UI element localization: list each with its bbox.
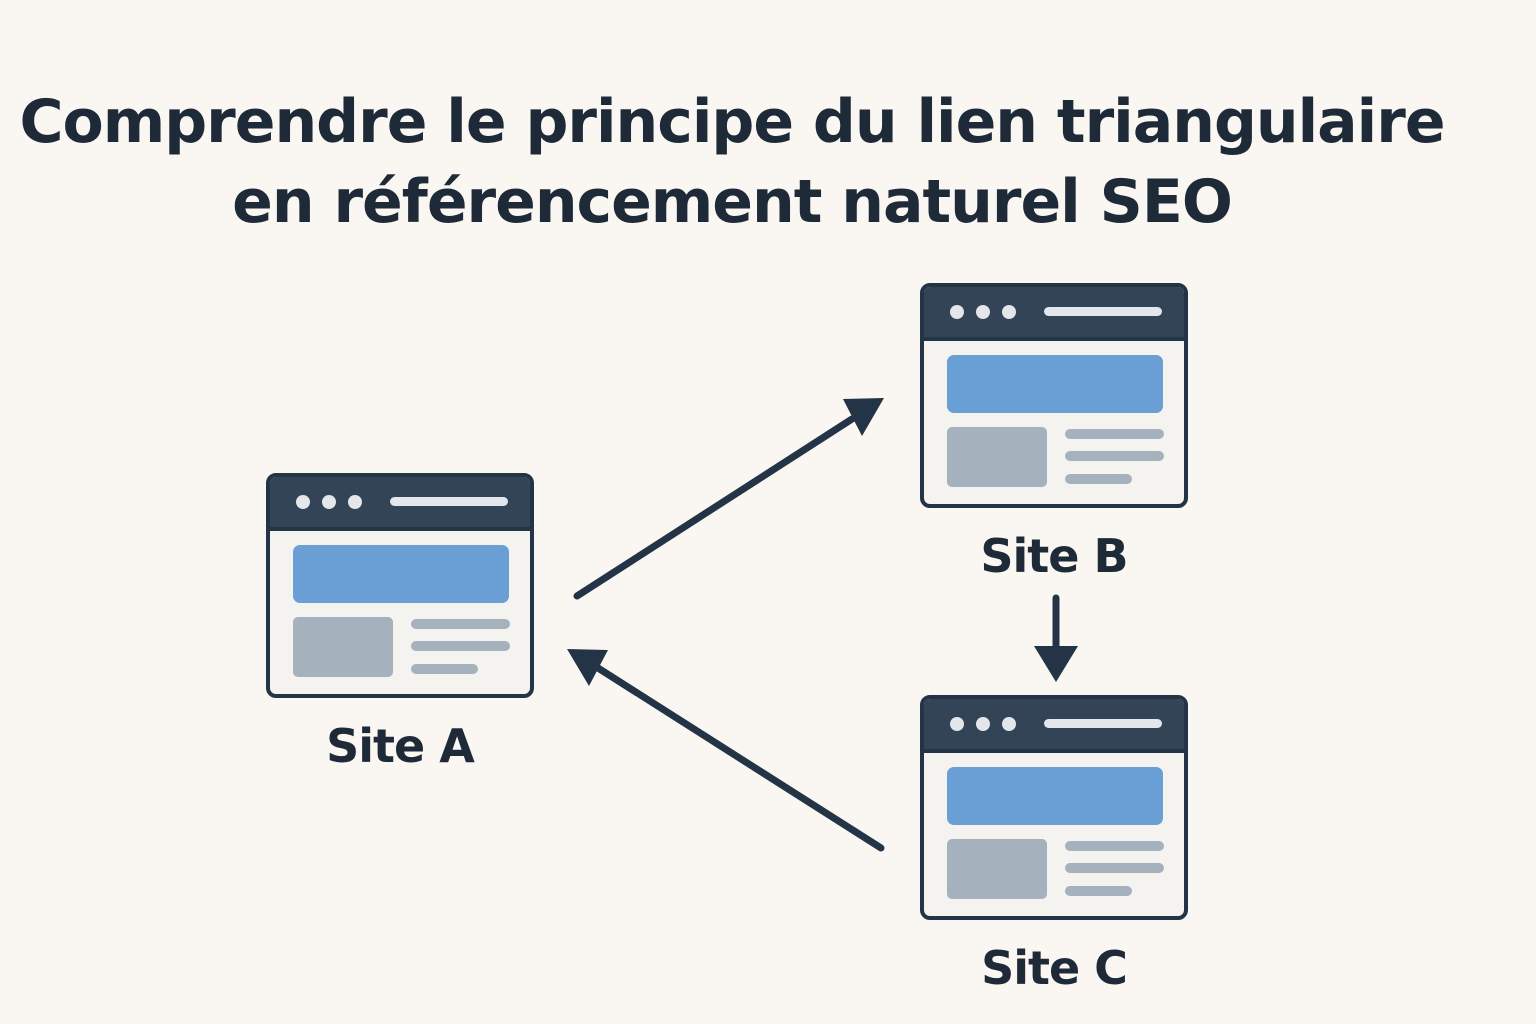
- browser-bar: [924, 287, 1184, 341]
- image-placeholder: [947, 839, 1047, 899]
- window-dot-icon: [322, 495, 336, 509]
- hero-block: [947, 767, 1163, 825]
- text-line: [411, 619, 510, 629]
- arrow-c-to-a: [567, 649, 885, 852]
- browser-bar: [270, 477, 530, 531]
- text-line: [1065, 474, 1132, 484]
- title-line-2: en référencement naturel SEO: [232, 167, 1233, 237]
- window-dot-icon: [950, 717, 964, 731]
- arrow-b-to-c: [1034, 594, 1078, 682]
- text-line: [1065, 863, 1164, 873]
- window-dot-icon: [1002, 717, 1016, 731]
- window-dot-icon: [976, 717, 990, 731]
- image-placeholder: [947, 427, 1047, 487]
- window-dot-icon: [296, 495, 310, 509]
- address-bar: [1044, 307, 1162, 316]
- hero-block: [293, 545, 509, 603]
- site-b-label: Site B: [980, 529, 1128, 583]
- site-a-window: [266, 473, 534, 698]
- image-placeholder: [293, 617, 393, 677]
- window-dot-icon: [976, 305, 990, 319]
- window-dot-icon: [348, 495, 362, 509]
- window-dot-icon: [1002, 305, 1016, 319]
- site-a-label: Site A: [326, 719, 475, 773]
- text-line: [411, 641, 510, 651]
- text-line: [411, 664, 478, 674]
- arrow-a-to-b: [573, 398, 884, 600]
- hero-block: [947, 355, 1163, 413]
- title-line-1: Comprendre le principe du lien triangula…: [19, 87, 1445, 157]
- site-c-window: [920, 695, 1188, 920]
- diagram-title: Comprendre le principe du lien triangula…: [0, 82, 1464, 242]
- browser-bar: [924, 699, 1184, 753]
- address-bar: [390, 497, 508, 506]
- text-line: [1065, 841, 1164, 851]
- window-dot-icon: [950, 305, 964, 319]
- text-line: [1065, 451, 1164, 461]
- text-line: [1065, 886, 1132, 896]
- site-c-label: Site C: [981, 941, 1128, 995]
- site-b-window: [920, 283, 1188, 508]
- address-bar: [1044, 719, 1162, 728]
- text-line: [1065, 429, 1164, 439]
